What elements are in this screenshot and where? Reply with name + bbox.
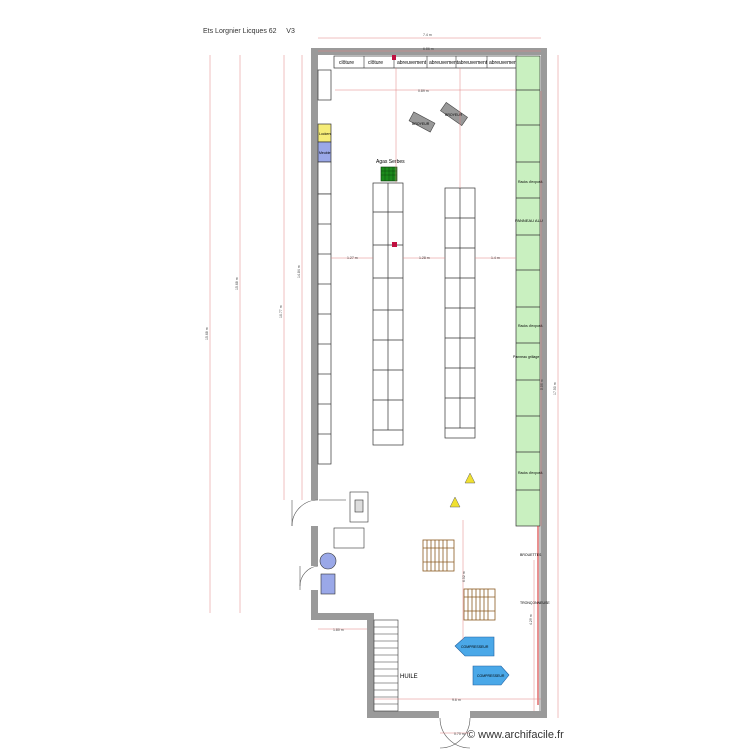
doors (291, 499, 471, 749)
dim-right-total: 17.50 m (553, 382, 557, 395)
walls (311, 48, 547, 718)
dim-gap-2: 1.28 m (419, 256, 430, 260)
triangle-marker-1 (464, 472, 476, 484)
watermark: © www.archifacile.fr (467, 729, 564, 741)
dim-door-1: 1.80 m (333, 628, 344, 632)
green-racks: Racks d'exposit. PANNEAU ALU Racks d'exp… (513, 55, 543, 527)
dimension-lines (209, 37, 559, 734)
rack-label-3: Racks d'exposit. (518, 471, 543, 475)
plan-title: Ets Lorgnier Licques 62 V3 (203, 28, 295, 35)
locker-label: Lockers (319, 132, 332, 136)
top-label-1: clôture (339, 60, 354, 66)
triangle-marker-2 (449, 496, 461, 508)
dim-inner-top: 6.86 m (423, 47, 434, 51)
top-label-2: clôture (368, 60, 383, 66)
staircase (373, 619, 399, 712)
dim-top-dim: 0.89 m (418, 89, 429, 93)
panneau-alu-label: PANNEAU ALU (515, 218, 543, 223)
top-label-5: abreuvement (458, 60, 488, 66)
top-label-6: abreuvement (489, 60, 519, 66)
left-shelving (317, 69, 332, 465)
dim-door-2: 0.70 m (454, 732, 465, 736)
top-label-3: abreuvement (397, 60, 427, 66)
dim-top-width: 7.4 m (423, 33, 432, 37)
pallet-2 (463, 588, 496, 621)
dim-gap-3: 1.4 m (491, 256, 500, 260)
top-label-4: abreuvement (429, 60, 459, 66)
broyeur-label-1: BROYEUR (412, 122, 430, 126)
dim-left-total-1: 15.68 m (205, 327, 209, 340)
broyeurs: BROYEUR BROYEUR (408, 102, 468, 133)
panneau-grillage-label: Panneau grillage (513, 355, 539, 359)
dim-left-total-4: 14.84 m (297, 265, 301, 278)
office-area (319, 491, 369, 595)
agas-grid: Agas Serbes (376, 159, 405, 182)
pallet-1 (422, 539, 455, 572)
dim-mid-2: 4.29 m (529, 614, 533, 625)
rack-label-1: Racks d'exposit. (518, 180, 543, 184)
brouettes-label: BROUETTES (520, 553, 542, 557)
huile-label: HUILE (400, 674, 418, 680)
dim-left-total-3: 10.77 m (279, 305, 283, 318)
red-marker (392, 242, 397, 247)
gondola-2 (444, 187, 476, 439)
compresseur-label-1: COMPRESSEUR (461, 645, 489, 649)
meuble-label: Meuble (319, 151, 331, 155)
tronconneuse-label: TRONÇONNEUSE (520, 601, 550, 605)
gondola-1 (372, 182, 404, 446)
top-shelf-row: clôture clôture abreuvement abreuvement … (333, 55, 519, 69)
dim-left-total-2: 15.68 m (235, 277, 239, 290)
broyeur-label-2: BROYEUR (445, 113, 463, 117)
agas-label: Agas Serbes (376, 159, 405, 165)
dim-mid-1: 6.52 m (462, 571, 466, 582)
compresseur-label-2: COMPRESSEUR (477, 674, 505, 678)
dim-bottom: 9.6 m (452, 698, 461, 702)
dimension-texts: 7.4 m 6.86 m 0.89 m 17.50 m 15.68 m 15.6… (205, 33, 557, 736)
rack-label-2: Racks d'exposit. (518, 324, 543, 328)
dim-gap-1: 1.27 m (347, 256, 358, 260)
compressors: COMPRESSEUR COMPRESSEUR (454, 636, 510, 686)
dim-right-inner: 8.86 m (540, 379, 544, 390)
